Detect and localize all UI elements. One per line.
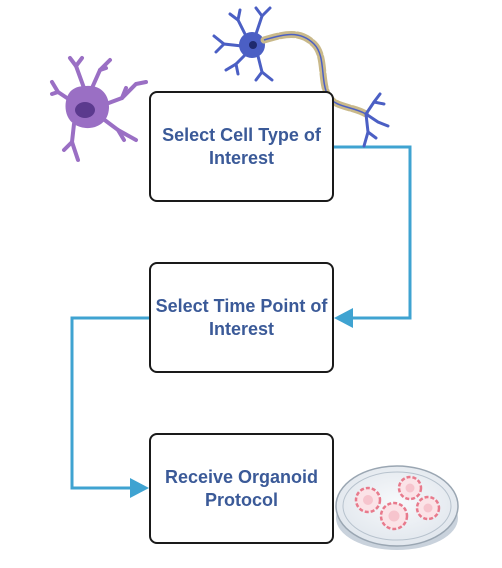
- organoid-4: [415, 495, 441, 521]
- organoid-1: [354, 486, 382, 514]
- step-label: Select Time Point of Interest: [155, 295, 328, 339]
- step-box-receive-protocol: Receive Organoid Protocol: [149, 433, 334, 544]
- neuron-icon: [212, 6, 390, 148]
- step-box-select-cell-type: Select Cell Type of Interest: [149, 91, 334, 202]
- step-label: Select Cell Type of Interest: [162, 124, 321, 168]
- organoid-2: [397, 475, 423, 501]
- step-box-select-time-point: Select Time Point of Interest: [149, 262, 334, 373]
- arrow-step1-to-step2: [334, 145, 412, 328]
- arrow-step2-to-step3: [70, 316, 149, 498]
- step-label: Receive Organoid Protocol: [164, 466, 319, 510]
- organoid-3: [379, 501, 409, 531]
- petri-dish-icon: [335, 465, 459, 550]
- astrocyte-icon: [50, 56, 148, 162]
